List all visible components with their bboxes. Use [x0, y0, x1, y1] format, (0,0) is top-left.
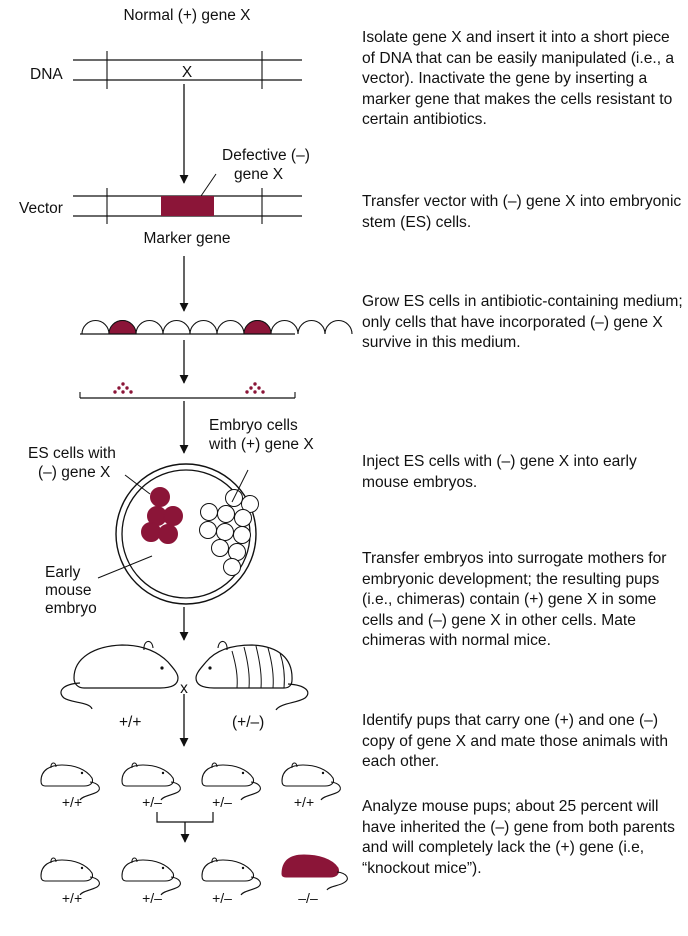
f2-genotype-4: –/–	[298, 890, 318, 906]
selection-dish	[79, 382, 296, 399]
f1-genotype-3: +/–	[212, 794, 232, 810]
normal-gene-label: Normal (+) gene X	[123, 7, 251, 24]
es-cells-label: ES cells with (–) gene X	[28, 445, 120, 481]
step-6-text: Identify pups that carry one (+) and one…	[362, 712, 668, 771]
embryo-cells-label: Embryo cells with (+) gene X	[208, 417, 314, 453]
f1-genotype-4: +/+	[294, 794, 314, 810]
chimera-offspring-normal: +/+	[119, 714, 141, 731]
es-cell-layer	[80, 319, 353, 335]
step-2-text: Transfer vector with (–) gene X into emb…	[362, 193, 682, 231]
chimera-offspring-heterozygous: (+/–)	[232, 714, 264, 731]
f2-genotype-3: +/–	[212, 890, 232, 906]
dna-strand: Normal (+) gene X DNA X	[30, 7, 302, 89]
f2-mouse-2: +/–	[121, 857, 181, 906]
f1-genotype-1: +/+	[62, 794, 82, 810]
f1-genotype-2: +/–	[142, 794, 162, 810]
step-5-text: Transfer embryos into surrogate mothers …	[362, 550, 667, 650]
f2-mouse-1: +/+	[40, 857, 100, 906]
gene-x-mark: X	[182, 64, 193, 81]
vector-strand: Defective (–) gene X Vector Marker gene	[19, 147, 314, 247]
f1-mouse-2: +/–	[121, 762, 181, 810]
surviving-colony-right	[245, 382, 265, 394]
step-3-text: Grow ES cells in antibiotic-containing m…	[362, 293, 683, 352]
marker-gene-label: Marker gene	[143, 230, 230, 247]
marker-gene-block	[161, 196, 214, 216]
dna-label: DNA	[30, 66, 63, 83]
f1-generation: +/+ +/– +/– +/+	[40, 762, 341, 810]
step-1-text: Isolate gene X and insert it into a shor…	[362, 29, 675, 129]
f2-generation: +/+ +/– +/– –/–	[40, 854, 348, 906]
early-embryo-label: Early mouse embryo	[45, 564, 97, 617]
chimera-cross: x	[60, 640, 309, 711]
chimera-mouse	[195, 640, 309, 711]
step-7-text: Analyze mouse pups; about 25 percent wil…	[362, 798, 675, 877]
normal-mouse	[60, 640, 179, 710]
knockout-mouse: –/–	[281, 854, 348, 906]
defective-gene-label: Defective (–) gene X	[222, 147, 314, 183]
cross-mark: x	[180, 680, 188, 697]
f2-mouse-3: +/–	[201, 857, 261, 906]
es-cells-cluster	[141, 487, 183, 544]
mating-bracket	[156, 812, 214, 823]
f1-mouse-3: +/–	[201, 762, 261, 810]
vector-label: Vector	[19, 200, 63, 217]
f1-mouse-4: +/+	[281, 762, 341, 810]
f2-genotype-1: +/+	[62, 890, 82, 906]
early-embryo: ES cells with (–) gene X Embryo cells wi…	[28, 417, 314, 617]
f1-mouse-1: +/+	[40, 762, 100, 810]
embryo-cells-cluster	[199, 489, 259, 576]
surviving-colony-left	[113, 382, 133, 394]
step-4-text: Inject ES cells with (–) gene X into ear…	[362, 453, 637, 491]
f2-genotype-2: +/–	[142, 890, 162, 906]
